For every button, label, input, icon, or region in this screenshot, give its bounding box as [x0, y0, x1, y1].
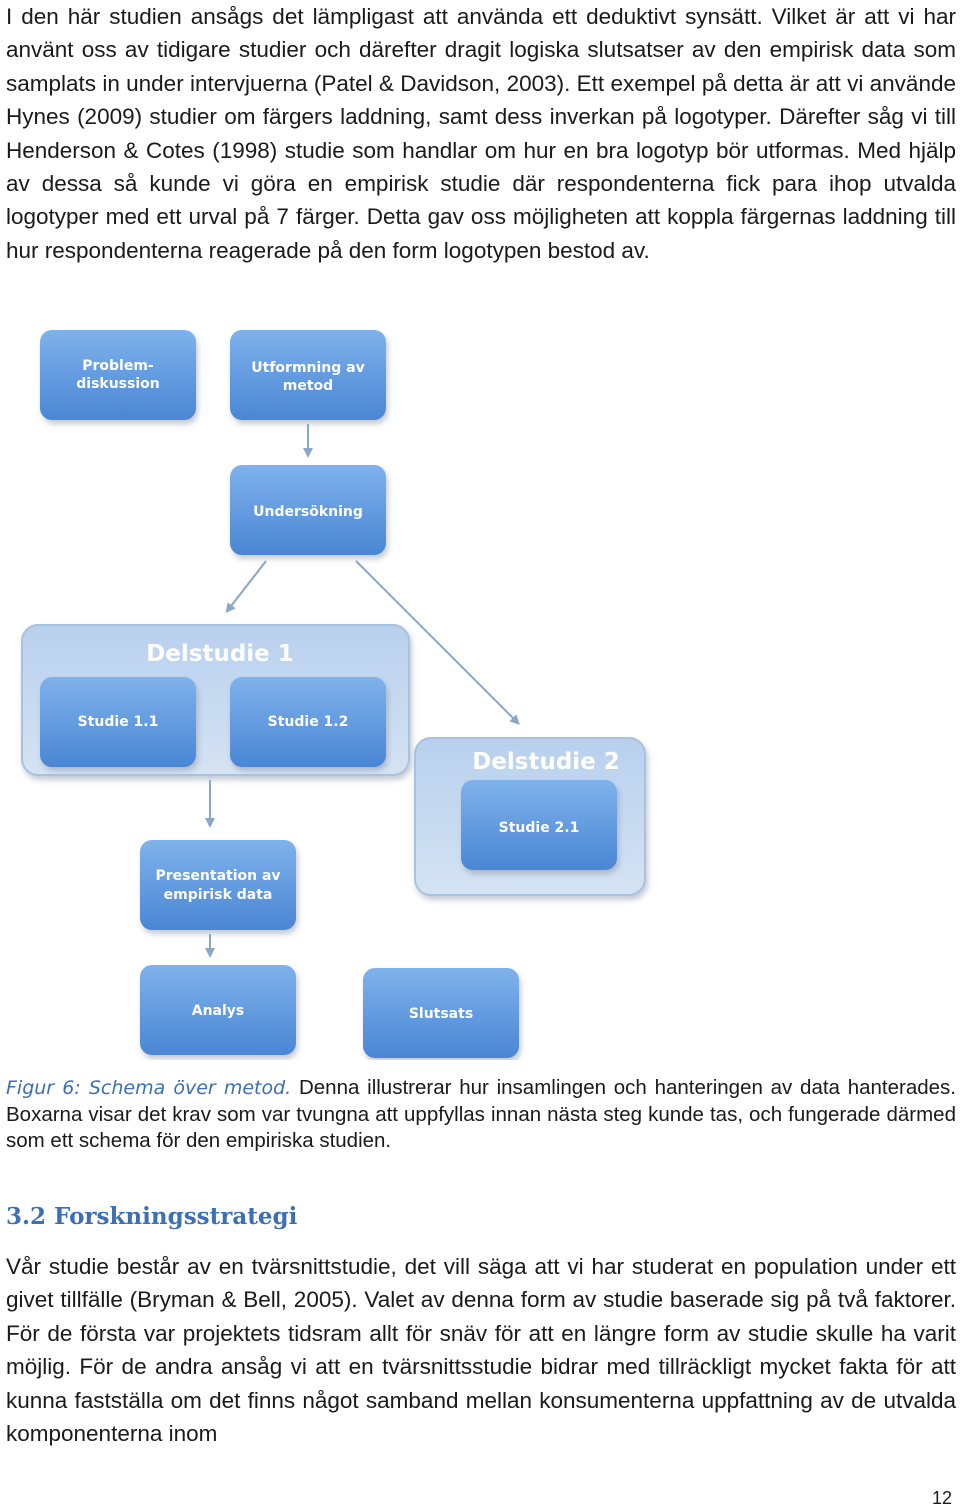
- box-undersokning: Undersökning: [230, 465, 386, 555]
- box-label-line: empirisk data: [164, 887, 273, 903]
- box-problemdiskussion: Problem- diskussion: [40, 330, 196, 420]
- box-studie-1-1: Studie 1.1: [40, 677, 196, 767]
- box-label-line: Analys: [192, 1003, 245, 1019]
- intro-paragraph: I den här studien ansågs det lämpligast …: [6, 4, 956, 263]
- box-label-line: Presentation av: [155, 868, 280, 884]
- box-slutsats: Slutsats: [363, 968, 519, 1058]
- section-heading: 3.2 Forskningsstrategi: [6, 1203, 298, 1230]
- box-label-line: Utformning av: [251, 360, 364, 376]
- box-label-line: metod: [283, 378, 333, 394]
- box-utformning-av-metod: Utformning av metod: [230, 330, 386, 420]
- box-label-line: Studie 2.1: [499, 820, 580, 836]
- box-studie-1-2: Studie 1.2: [230, 677, 386, 767]
- box-label-line: Problem-: [82, 358, 154, 374]
- group-title-delstudie-2: Delstudie 2: [472, 749, 620, 775]
- box-presentation-av-empirisk-data: Presentation av empirisk data: [140, 840, 296, 930]
- method-schema-diagram: Delstudie 1 Delstudie 2 Problem- diskuss…: [21, 330, 646, 1058]
- figure-label: Figur 6: Schema över metod.: [6, 1077, 292, 1099]
- box-label-line: Studie 1.1: [78, 714, 159, 730]
- figure-caption: Figur 6: Schema över metod. Denna illust…: [6, 1075, 956, 1155]
- figure-caption-text: Denna illustrerar hur insamlingen och ha…: [6, 1076, 957, 1152]
- arrow-undersokning-to-delstudie-1: [225, 560, 267, 614]
- group-title-delstudie-1: Delstudie 1: [146, 641, 294, 667]
- box-label-line: Studie 1.2: [268, 714, 349, 730]
- box-label-line: Undersökning: [253, 504, 363, 520]
- box-label-line: diskussion: [76, 376, 159, 392]
- box-label-line: Slutsats: [409, 1006, 473, 1022]
- box-analys: Analys: [140, 965, 296, 1055]
- box-studie-2-1: Studie 2.1: [461, 780, 617, 870]
- page-number: 12: [931, 1488, 952, 1508]
- body-paragraph: Vår studie består av en tvärsnittstudie,…: [6, 1254, 956, 1447]
- arrow-undersokning-to-delstudie-2: [355, 560, 520, 725]
